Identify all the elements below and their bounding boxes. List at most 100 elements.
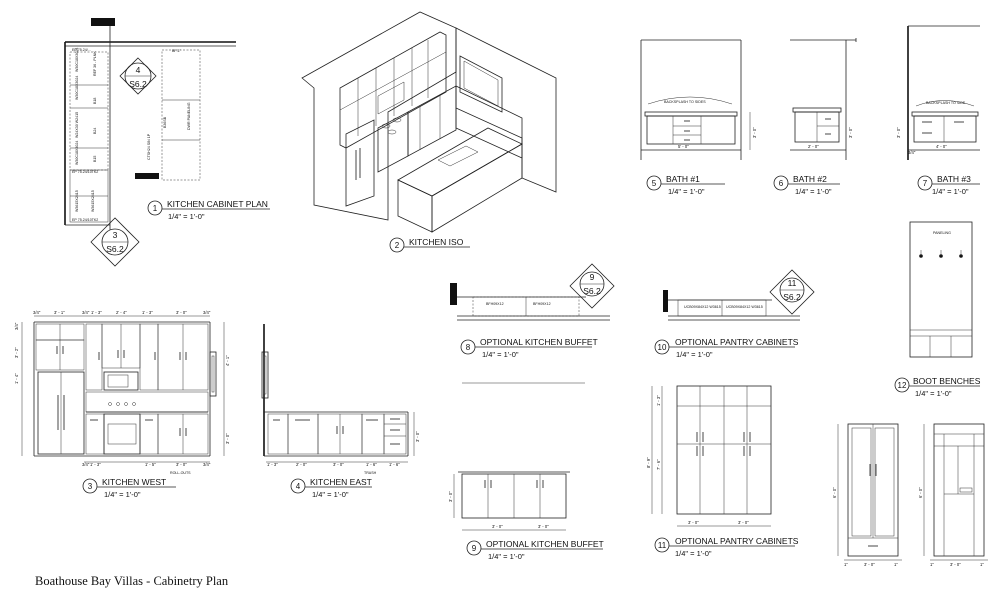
svg-text:B36SB: B36SB bbox=[163, 116, 167, 128]
svg-text:1: 1 bbox=[153, 204, 158, 213]
svg-text:3/4": 3/4" bbox=[908, 150, 916, 155]
svg-text:OPTIONAL PANTRY CABINETS: OPTIONAL PANTRY CABINETS bbox=[675, 536, 799, 546]
svg-text:KITCHEN ISO: KITCHEN ISO bbox=[409, 237, 464, 247]
svg-text:7: 7 bbox=[923, 179, 928, 188]
svg-text:2' - 0": 2' - 0" bbox=[296, 462, 307, 467]
svg-text:3/4": 3/4" bbox=[203, 310, 211, 315]
section-marker-4[interactable]: 4 S6.2 bbox=[119, 57, 157, 95]
view-title-8: 8 OPTIONAL KITCHEN BUFFET 1/4" = 1'-0" bbox=[460, 337, 598, 359]
view-title-6: 6 BATH #2 1/4" = 1'-0" bbox=[773, 174, 840, 196]
svg-text:1/4" = 1'-0": 1/4" = 1'-0" bbox=[668, 187, 705, 196]
section-marker-9[interactable]: 9 S6.2 bbox=[569, 263, 615, 309]
svg-text:3' - 0": 3' - 0" bbox=[950, 562, 961, 567]
svg-text:CTSH24 SIN 1P: CTSH24 SIN 1P bbox=[147, 133, 151, 160]
svg-text:6' - 0": 6' - 0" bbox=[832, 487, 837, 498]
svg-text:3/4": 3/4" bbox=[82, 462, 90, 467]
view-title-4: 4 KITCHEN EAST 1/4" = 1'-0" bbox=[290, 477, 372, 499]
svg-text:BOOT BENCHES: BOOT BENCHES bbox=[913, 376, 981, 386]
svg-text:KITCHEN CABINET PLAN: KITCHEN CABINET PLAN bbox=[167, 199, 268, 209]
optional-pantry-cabinets-plan: UCB09X84X12 W3615 UCB09X84X12 W3615 11 S… bbox=[654, 269, 815, 359]
svg-text:BATH #3: BATH #3 bbox=[937, 174, 971, 184]
kitchen-east-elevation: 1' - 3" 2' - 0" 3' - 0" 1' - 6" 1' - 6" … bbox=[261, 324, 420, 499]
svg-text:DWR PANELING: DWR PANELING bbox=[187, 102, 191, 130]
svg-text:W3615X2415: W3615X2415 bbox=[75, 190, 79, 212]
svg-text:B15: B15 bbox=[93, 156, 97, 162]
svg-text:W30C18X3024: W30C18X3024 bbox=[75, 48, 79, 72]
svg-text:1/4" = 1'-0": 1/4" = 1'-0" bbox=[482, 350, 519, 359]
svg-text:2' - 0": 2' - 0" bbox=[808, 144, 819, 149]
svg-text:1/4" = 1'-0": 1/4" = 1'-0" bbox=[488, 552, 525, 561]
kitchen-iso: 2 KITCHEN ISO bbox=[301, 11, 557, 253]
svg-text:1/4" = 1'-0": 1/4" = 1'-0" bbox=[312, 490, 349, 499]
svg-text:3' - 0": 3' - 0" bbox=[415, 431, 420, 442]
locker-elevation-b: 6' - 0" 1" 3' - 0" 1" bbox=[918, 423, 988, 567]
svg-text:3: 3 bbox=[113, 230, 118, 240]
svg-text:TRASH: TRASH bbox=[364, 471, 377, 475]
svg-text:9: 9 bbox=[590, 272, 595, 282]
view-title-9: 9 OPTIONAL KITCHEN BUFFET 1/4" = 1'-0" bbox=[466, 539, 604, 561]
section-marker-3[interactable]: 3 S6.2 bbox=[90, 217, 140, 267]
view-title-10: 10 OPTIONAL PANTRY CABINETS 1/4" = 1'-0" bbox=[654, 337, 799, 359]
svg-text:6' - 0": 6' - 0" bbox=[918, 487, 923, 498]
svg-text:4' - 0": 4' - 0" bbox=[936, 144, 947, 149]
svg-text:3' - 0": 3' - 0" bbox=[688, 520, 699, 525]
svg-text:3' - 0": 3' - 0" bbox=[176, 310, 187, 315]
optional-kitchen-buffet-elevation: 3' - 0" 3' - 0" 3' - 0" 9 OPTIONAL KITCH… bbox=[448, 471, 604, 561]
svg-text:3/4": 3/4" bbox=[14, 322, 19, 330]
svg-text:8: 8 bbox=[466, 343, 471, 352]
svg-text:3/4": 3/4" bbox=[82, 310, 90, 315]
bath-2-elevation: 2' - 0" 3' - 0" 6 BATH #2 1/4" = 1'-0" bbox=[773, 38, 857, 196]
svg-text:BATH #1: BATH #1 bbox=[666, 174, 700, 184]
svg-text:4' - 1": 4' - 1" bbox=[225, 355, 230, 366]
svg-text:5: 5 bbox=[652, 179, 657, 188]
svg-text:3' - 2": 3' - 2" bbox=[14, 347, 19, 358]
view-title-12: 12 BOOT BENCHES 1/4" = 1'-0" bbox=[894, 376, 981, 398]
svg-text:9: 9 bbox=[472, 544, 477, 553]
svg-text:REF 36 - PLNK: REF 36 - PLNK bbox=[93, 51, 97, 76]
svg-text:BACKSPLASH TO SIDE: BACKSPLASH TO SIDE bbox=[926, 101, 966, 105]
svg-text:3/4": 3/4" bbox=[203, 462, 211, 467]
svg-text:3' - 0": 3' - 0" bbox=[448, 491, 453, 502]
section-marker-11[interactable]: 11 S6.2 bbox=[769, 269, 815, 315]
svg-text:BFH09X12: BFH09X12 bbox=[486, 302, 504, 306]
optional-pantry-cabinets-elevation: 3' - 0" 3' - 0" 1' - 3" 8' - 9" 7' - 6" … bbox=[646, 385, 799, 558]
svg-text:11: 11 bbox=[788, 278, 797, 288]
svg-text:BACKSPLASH TO SIDES: BACKSPLASH TO SIDES bbox=[664, 100, 706, 104]
view-title-5: 5 BATH #1 1/4" = 1'-0" bbox=[646, 174, 725, 196]
svg-text:EP 75.24/10TK2: EP 75.24/10TK2 bbox=[72, 170, 98, 174]
svg-text:1": 1" bbox=[844, 562, 848, 567]
bath-1-elevation: BACKSPLASH TO SIDES 5' - 0" 3' - 0" 5 BA… bbox=[640, 39, 757, 196]
sheet-title: Boathouse Bay Villas - Cabinetry Plan bbox=[35, 574, 229, 588]
svg-text:3' - 0": 3' - 0" bbox=[538, 524, 549, 529]
svg-text:KITCHEN EAST: KITCHEN EAST bbox=[310, 477, 372, 487]
svg-text:BFH09X12: BFH09X12 bbox=[533, 302, 551, 306]
kitchen-cabinet-plan: W30C18X3024 REF 36 - PLNK W30C18X3024 B1… bbox=[64, 18, 270, 267]
kitchen-west-elevation: 3/4" 3' - 1" 3/4" 1' - 3" 2' - 4" 1' - 3… bbox=[14, 310, 230, 499]
svg-text:1": 1" bbox=[930, 562, 934, 567]
svg-text:OPTIONAL PANTRY CABINETS: OPTIONAL PANTRY CABINETS bbox=[675, 337, 799, 347]
boot-benches: PANELING 12 BOOT BENCHES 1/4" = 1'-0" bbox=[894, 221, 981, 398]
svg-text:S6.2: S6.2 bbox=[783, 292, 801, 302]
svg-text:1/4" = 1'-0": 1/4" = 1'-0" bbox=[915, 389, 952, 398]
svg-text:B24: B24 bbox=[93, 128, 97, 134]
locker-elevation-a: 6' - 0" 1" 3' - 0" 1" bbox=[832, 423, 902, 567]
svg-text:W24X30 W2415: W24X30 W2415 bbox=[75, 112, 79, 138]
svg-text:10: 10 bbox=[658, 343, 667, 352]
svg-text:1' - 6": 1' - 6" bbox=[366, 462, 377, 467]
svg-text:3' - 0": 3' - 0" bbox=[333, 462, 344, 467]
svg-text:5' - 0": 5' - 0" bbox=[678, 144, 689, 149]
svg-text:3/4": 3/4" bbox=[33, 310, 41, 315]
svg-text:1/4" = 1'-0": 1/4" = 1'-0" bbox=[675, 549, 712, 558]
svg-text:1' - 3": 1' - 3" bbox=[90, 462, 101, 467]
svg-text:W3615X2415: W3615X2415 bbox=[91, 190, 95, 212]
svg-text:UCB09X84X12 W3615: UCB09X84X12 W3615 bbox=[726, 305, 763, 309]
optional-kitchen-buffet-plan: BFH09X12 BFH09X12 9 S6.2 8 OPTIONAL KITC… bbox=[450, 263, 615, 384]
svg-text:S6.2: S6.2 bbox=[106, 244, 124, 254]
svg-text:1/4" = 1'-0": 1/4" = 1'-0" bbox=[104, 490, 141, 499]
svg-text:1/4" = 1'-0": 1/4" = 1'-0" bbox=[795, 187, 832, 196]
svg-text:4: 4 bbox=[296, 482, 301, 491]
bath-3-elevation: BACKSPLASH TO SIDE 4' - 0" 3/4" 3' - 0" … bbox=[896, 25, 980, 196]
svg-text:EP 75.24/...: EP 75.24/... bbox=[72, 48, 91, 52]
svg-text:3' - 0": 3' - 0" bbox=[492, 524, 503, 529]
